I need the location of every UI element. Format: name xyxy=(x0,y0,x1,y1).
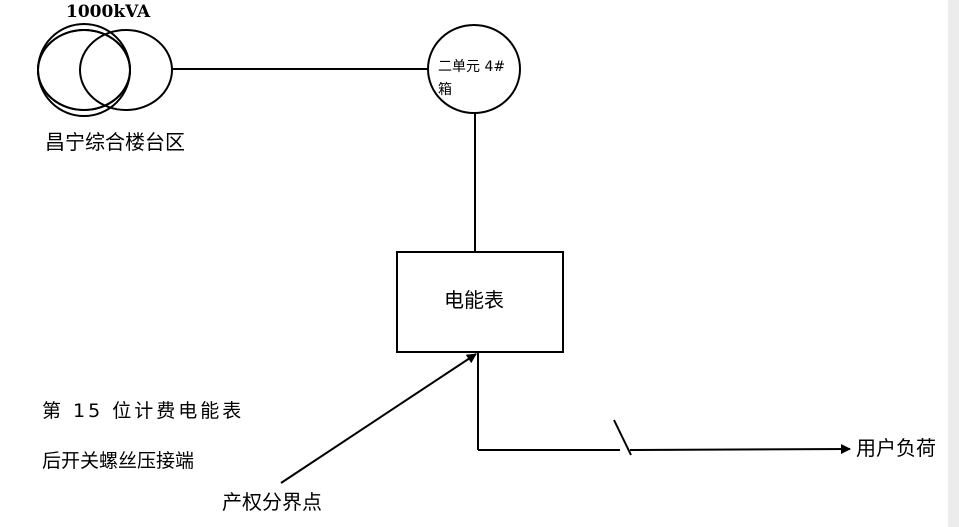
right-edge-strip xyxy=(948,0,959,527)
switch-terminal-note: 后开关螺丝压接端 xyxy=(42,450,195,472)
meter-label: 电能表 xyxy=(444,288,504,312)
boundary-arrow xyxy=(280,353,477,484)
meter-position-note: 第 15 位计费电能表 xyxy=(42,400,245,422)
boundary-point-label: 产权分界点 xyxy=(222,490,322,514)
transformer-winding-left-overlay xyxy=(37,29,131,111)
station-name: 昌宁综合楼台区 xyxy=(45,130,185,154)
distribution-box-label: 二单元 4#箱 xyxy=(438,59,506,98)
transformer-rating: 1000kVA xyxy=(66,2,151,22)
user-load-label: 用户负荷 xyxy=(856,436,936,460)
meter-box xyxy=(396,251,564,353)
switch-blade xyxy=(613,419,632,456)
outgoing-horizontal-2 xyxy=(629,444,851,455)
